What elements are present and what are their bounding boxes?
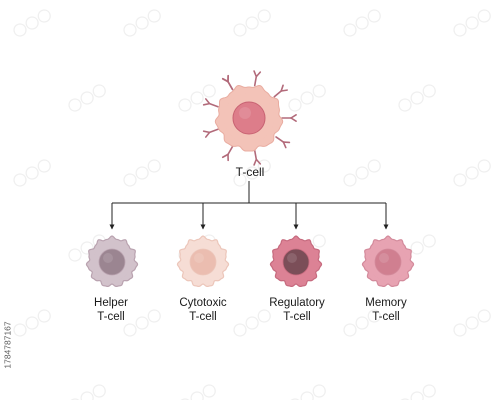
watermark-mark-icon: [178, 84, 216, 112]
label-line-2: T-cell: [283, 311, 311, 323]
stock-image-id: 1784787167: [0, 290, 16, 400]
watermark-mark-icon: [343, 9, 381, 37]
watermark-mark-icon: [68, 84, 106, 112]
label-line-1: Regulatory: [269, 297, 325, 309]
receptor-icon: [281, 114, 297, 122]
receptor-icon: [221, 74, 234, 91]
watermark-mark-icon: [288, 84, 326, 112]
helper-t-cell-icon: [85, 235, 139, 288]
watermark-mark-icon: [398, 384, 436, 400]
cell-nucleus: [282, 248, 310, 276]
watermark-mark-icon: [343, 309, 381, 337]
cell-nucleus: [232, 101, 266, 135]
watermark-mark-icon: [123, 9, 161, 37]
root-t-cell-icon: [202, 70, 297, 166]
watermark-mark-icon: [123, 309, 161, 337]
watermark-mark-icon: [453, 309, 491, 337]
receptor-icon: [275, 136, 291, 149]
receptor-icon: [202, 98, 219, 108]
memory-t-cell-label: Memory T-cell: [348, 296, 424, 324]
watermark-mark-icon: [233, 159, 271, 187]
nucleus-highlight: [239, 107, 251, 119]
label-line-1: Memory: [365, 297, 407, 309]
watermark-mark-icon: [398, 84, 436, 112]
cytotoxic-t-cell-label: Cytotoxic T-cell: [163, 296, 243, 324]
regulatory-t-cell-icon: [269, 235, 323, 288]
label-line-2: T-cell: [97, 311, 125, 323]
cell-nucleus: [374, 248, 402, 276]
label-line-1: Cytotoxic: [179, 297, 227, 309]
cell-nucleus: [189, 248, 217, 276]
cell-nucleus: [98, 248, 126, 276]
watermark-mark-icon: [178, 384, 216, 400]
receptor-icon: [253, 70, 262, 87]
receptor-icon: [202, 128, 219, 138]
watermark-mark-icon: [343, 159, 381, 187]
watermark-mark-icon: [13, 9, 51, 37]
label-line-2: T-cell: [189, 311, 217, 323]
label-line-1: Helper: [94, 297, 128, 309]
cytotoxic-t-cell-icon: [176, 235, 230, 288]
watermark-mark-icon: [13, 159, 51, 187]
receptor-icon: [221, 145, 234, 162]
watermark: [13, 9, 491, 400]
watermark-mark-icon: [123, 159, 161, 187]
nucleus-highlight: [379, 253, 389, 263]
nucleus-highlight: [103, 253, 113, 263]
watermark-mark-icon: [288, 384, 326, 400]
watermark-mark-icon: [453, 159, 491, 187]
watermark-mark-icon: [453, 9, 491, 37]
nucleus-highlight: [194, 253, 204, 263]
watermark-mark-icon: [233, 9, 271, 37]
stock-image-id-text: 1784787167: [3, 321, 13, 369]
connector-lines: [109, 181, 389, 230]
helper-t-cell-label: Helper T-cell: [76, 296, 146, 324]
receptor-icon: [253, 149, 262, 166]
watermark-mark-icon: [13, 309, 51, 337]
memory-t-cell-icon: [361, 235, 415, 288]
regulatory-t-cell-label: Regulatory T-cell: [255, 296, 339, 324]
receptor-icon: [273, 84, 288, 98]
watermark-mark-icon: [233, 309, 271, 337]
label-line-2: T-cell: [372, 311, 400, 323]
nucleus-highlight: [287, 253, 297, 263]
root-label: T-cell: [235, 165, 265, 179]
watermark-mark-icon: [68, 384, 106, 400]
